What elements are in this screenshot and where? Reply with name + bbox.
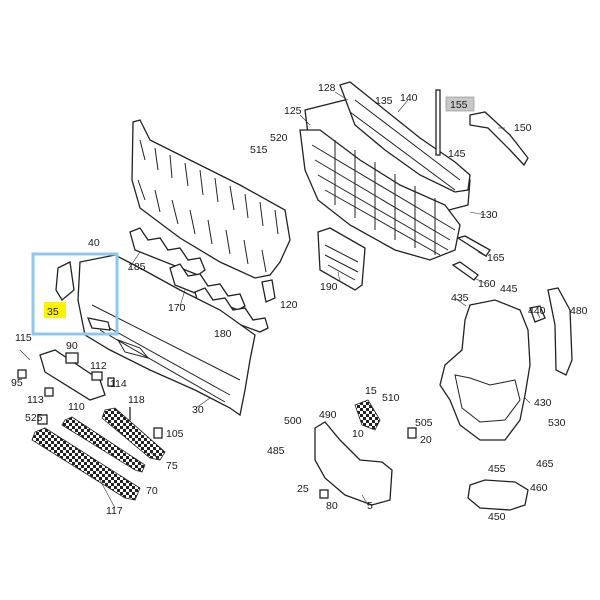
label-80[interactable]: 80 — [326, 500, 338, 512]
label-525[interactable]: 525 — [25, 412, 43, 424]
label-185[interactable]: 185 — [128, 261, 146, 273]
steps-drawing — [31, 407, 166, 501]
label-520[interactable]: 520 — [270, 132, 288, 144]
label-117[interactable]: 117 — [106, 505, 123, 517]
label-115[interactable]: 115 — [15, 332, 32, 344]
label-30[interactable]: 30 — [192, 404, 204, 416]
label-90[interactable]: 90 — [66, 340, 78, 352]
label-480[interactable]: 480 — [570, 305, 588, 317]
highlight-box — [31, 252, 119, 336]
label-114[interactable]: 114 — [110, 378, 127, 390]
part-number-labels: 128 125 135 140 155 150 520 515 145 130 … — [11, 82, 588, 523]
label-450[interactable]: 450 — [488, 511, 506, 523]
label-190[interactable]: 190 — [320, 281, 338, 293]
highlight-label-bg — [44, 302, 66, 318]
label-118[interactable]: 118 — [128, 394, 145, 406]
label-460[interactable]: 460 — [530, 482, 548, 494]
label-500[interactable]: 500 — [284, 415, 302, 427]
label-113[interactable]: 113 — [27, 394, 44, 406]
label-150[interactable]: 150 — [514, 122, 532, 134]
label-485[interactable]: 485 — [267, 445, 285, 457]
label-170[interactable]: 170 — [168, 302, 186, 314]
label-515[interactable]: 515 — [250, 144, 268, 156]
label-445[interactable]: 445 — [500, 283, 518, 295]
label-455[interactable]: 455 — [488, 463, 506, 475]
label-145[interactable]: 145 — [448, 148, 466, 160]
label-5[interactable]: 5 — [367, 500, 373, 512]
label-35[interactable]: 35 — [47, 306, 59, 318]
label-160[interactable]: 160 — [478, 278, 496, 290]
label-120[interactable]: 120 — [280, 299, 298, 311]
label-20[interactable]: 20 — [420, 434, 432, 446]
label-105[interactable]: 105 — [166, 428, 184, 440]
label-128[interactable]: 128 — [318, 82, 336, 94]
grille-bars-drawing — [129, 227, 269, 333]
part-35-drawing — [55, 261, 75, 301]
label-505[interactable]: 505 — [415, 417, 433, 429]
label-25[interactable]: 25 — [297, 483, 309, 495]
label-510[interactable]: 510 — [382, 392, 400, 404]
bracket-drawing — [435, 89, 529, 167]
label-155[interactable]: 155 — [450, 99, 468, 111]
label-440[interactable]: 440 — [528, 305, 546, 317]
lower-grille-drawing — [131, 119, 291, 303]
label-180[interactable]: 180 — [214, 328, 232, 340]
label-70[interactable]: 70 — [146, 485, 158, 497]
upper-grille-drawing — [299, 81, 471, 261]
label-130[interactable]: 130 — [480, 209, 498, 221]
label-430[interactable]: 430 — [534, 397, 552, 409]
label-165[interactable]: 165 — [487, 252, 505, 264]
label-465[interactable]: 465 — [536, 458, 554, 470]
headlamp-housing-drawing — [439, 287, 573, 511]
label-530[interactable]: 530 — [548, 417, 566, 429]
label-140[interactable]: 140 — [400, 92, 418, 104]
label-95[interactable]: 95 — [11, 377, 23, 389]
label-10[interactable]: 10 — [352, 428, 364, 440]
label-490[interactable]: 490 — [319, 409, 337, 421]
side-panel-drawing — [314, 399, 417, 506]
grille-inserts-drawing — [317, 227, 491, 291]
leader-lines — [19, 91, 541, 509]
left-small-parts-drawing — [17, 349, 163, 439]
label-40[interactable]: 40 — [88, 237, 100, 249]
label-15[interactable]: 15 — [365, 385, 377, 397]
label-110[interactable]: 110 — [68, 401, 85, 413]
label-112[interactable]: 112 — [90, 360, 107, 372]
label-125[interactable]: 125 — [284, 105, 302, 117]
label-75[interactable]: 75 — [166, 460, 178, 472]
label-135[interactable]: 135 — [375, 95, 393, 107]
boxed-label-bg — [445, 96, 475, 112]
label-435[interactable]: 435 — [451, 292, 469, 304]
